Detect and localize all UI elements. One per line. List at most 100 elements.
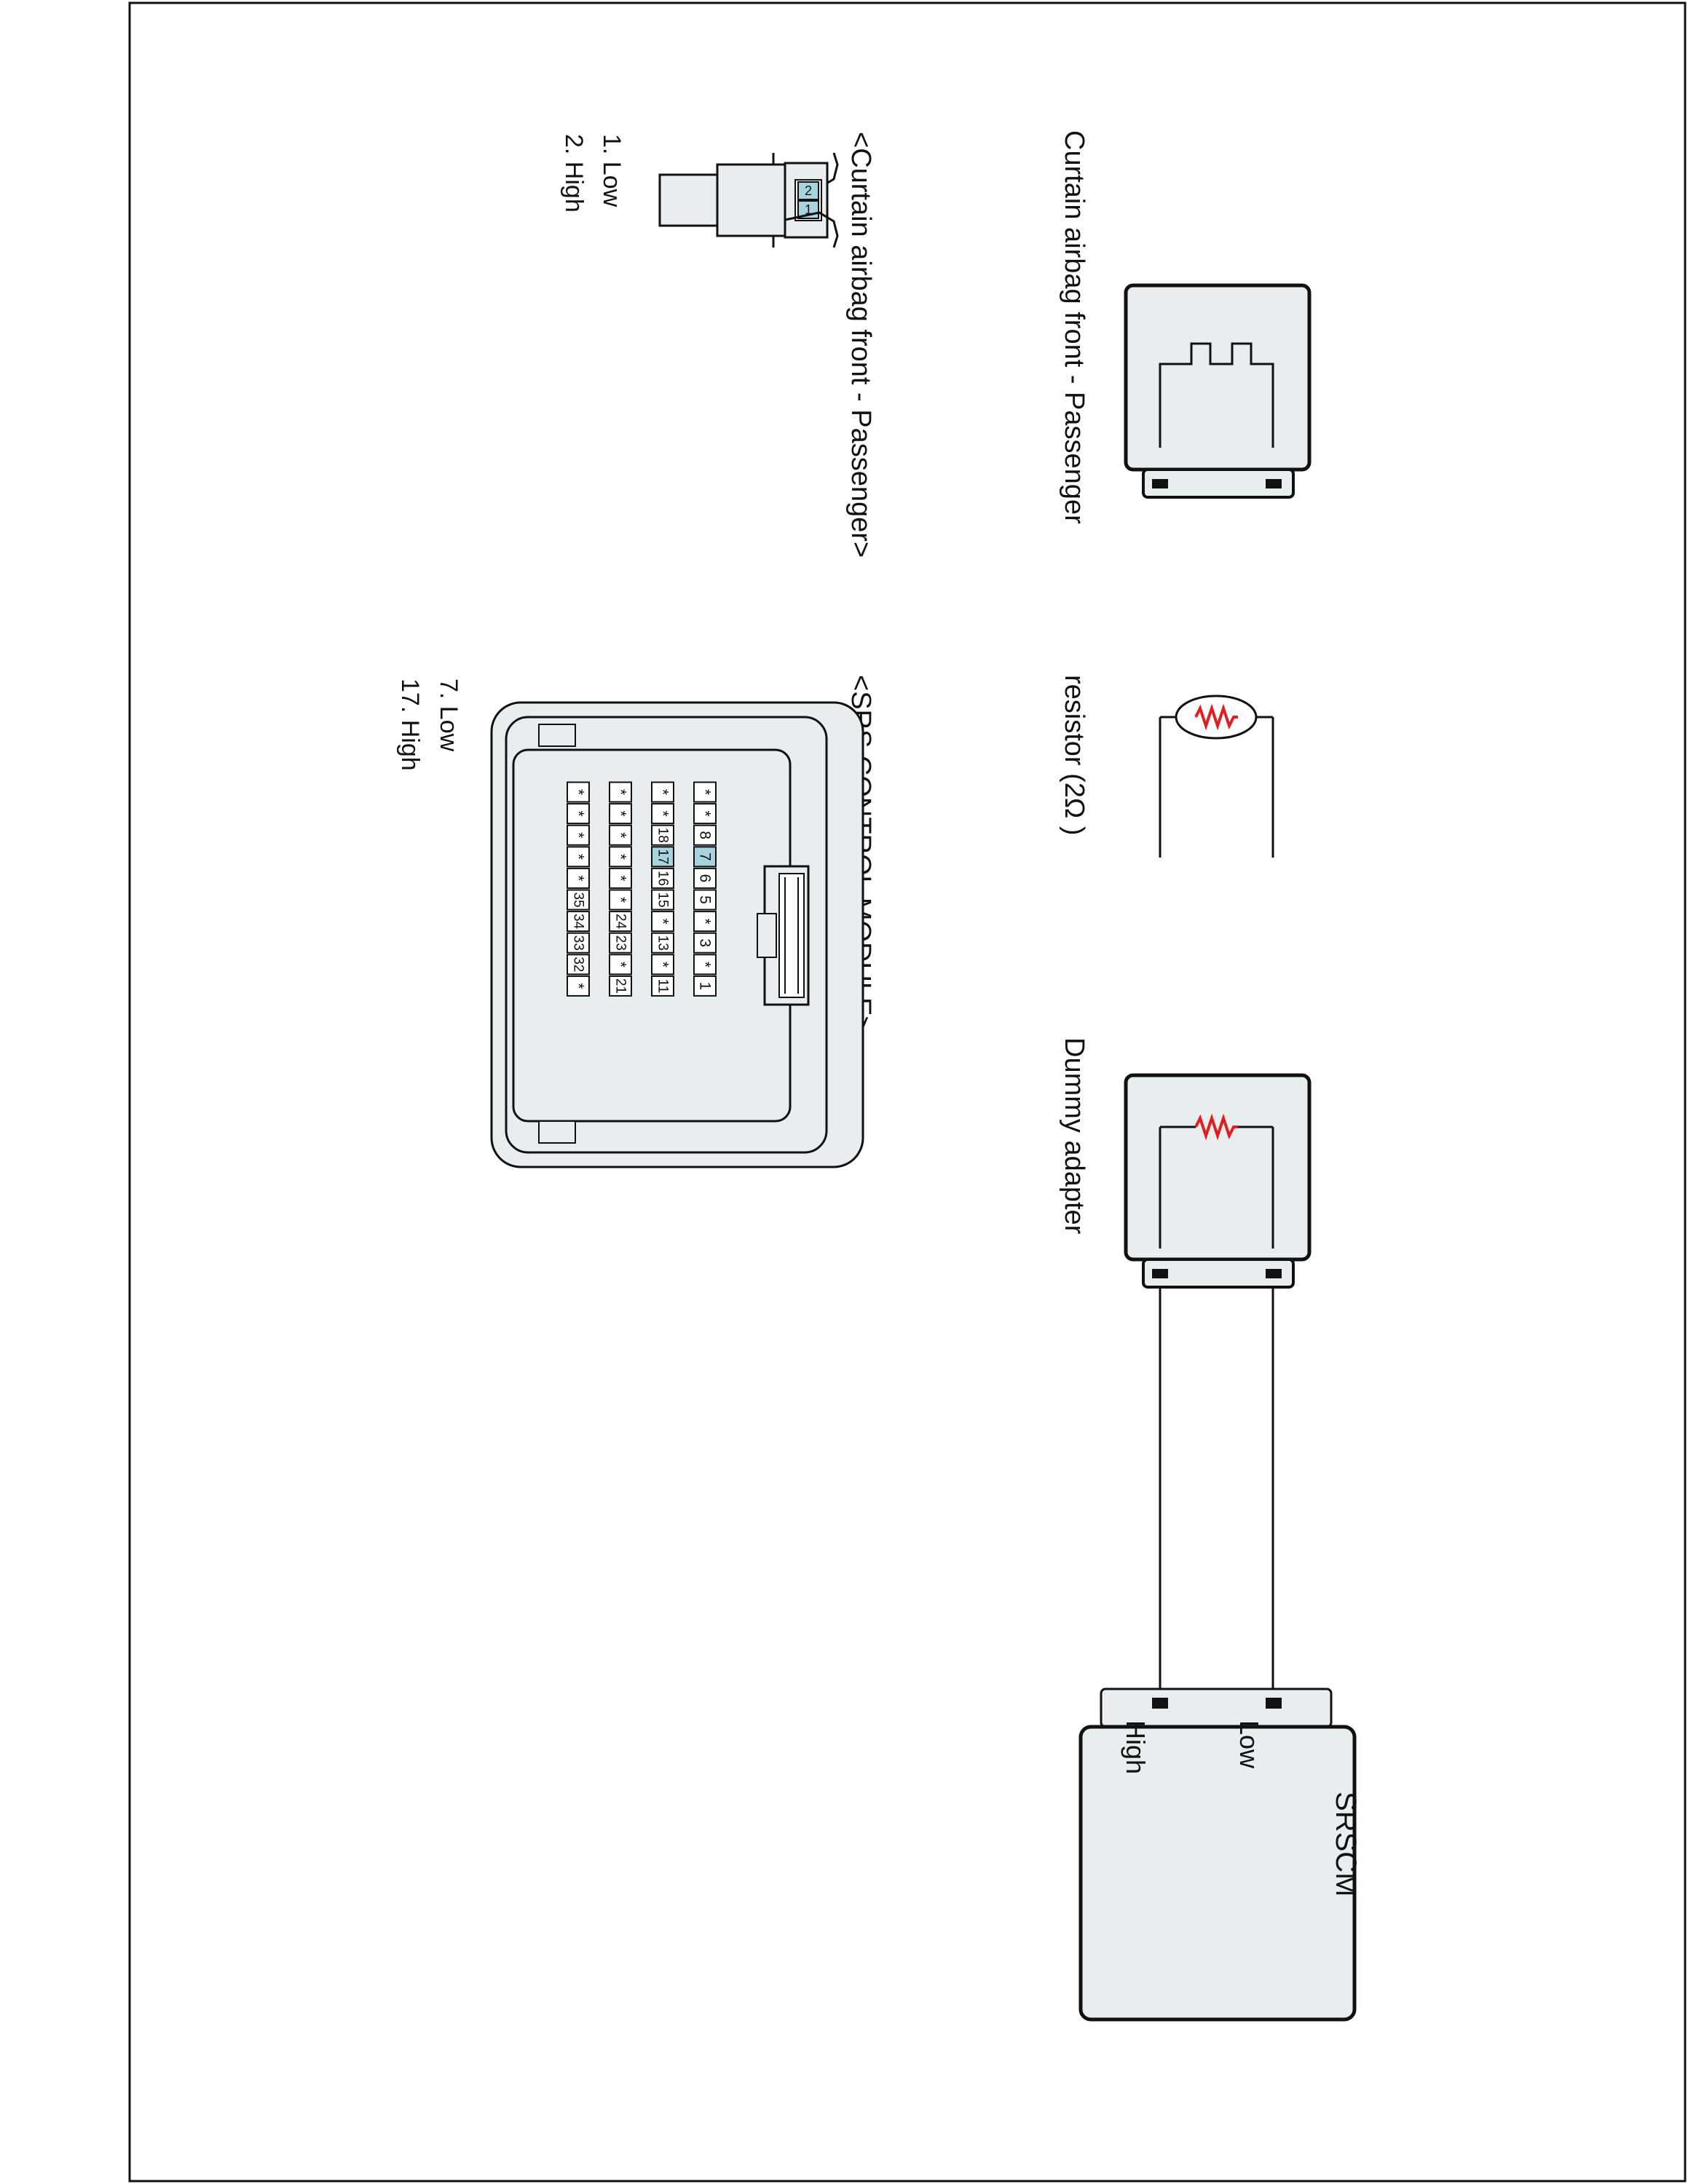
srs-pin-number: *	[570, 983, 587, 989]
srs-pin-number: 32	[571, 957, 586, 972]
srs-pin-cell	[693, 911, 717, 933]
curtain-connector-title: <Curtain airbag front - Passenger>	[845, 132, 876, 558]
srs-pin-cell	[651, 889, 674, 911]
srscm-label: SRSCM	[1330, 1792, 1362, 1896]
srs-pin-number: 3	[697, 938, 714, 947]
srs-pin-cell	[651, 911, 674, 933]
srs-pin-cell	[567, 803, 590, 825]
curtain-pin-number: 1	[805, 202, 812, 217]
srs-pin-cell	[609, 803, 632, 825]
srs-pin-cell	[609, 867, 632, 889]
srs-pin-cell	[693, 824, 717, 846]
resistor-label: resistor (2Ω )	[1059, 675, 1089, 836]
terminal-high	[1152, 1269, 1168, 1278]
curtain-airbag-component: Curtain airbag front - Passenger	[1059, 130, 1312, 524]
srs-pin-number: *	[570, 832, 587, 838]
srs-pin-number: *	[612, 832, 629, 838]
srscm-pin-high-label: High	[1121, 1720, 1151, 1774]
srs-pin-cell	[651, 867, 674, 889]
srs-pin-number: *	[612, 875, 629, 881]
srs-pin-number: 35	[571, 892, 586, 907]
srs-pin-cell	[609, 781, 632, 803]
srs-pin-number: 7	[697, 852, 714, 861]
srs-pin-cell	[609, 824, 632, 846]
terminal-high	[1152, 479, 1168, 488]
srs-pin-cell	[567, 911, 590, 933]
srs-pin-cell	[567, 846, 590, 868]
srs-pin-number: 1	[697, 982, 714, 991]
dummy-adapter-label: Dummy adapter	[1059, 1037, 1089, 1235]
terminal-low	[1266, 479, 1282, 488]
srs-pin-cell	[693, 867, 717, 889]
srs-pin-cell	[651, 824, 674, 846]
resistor-icon	[1194, 1113, 1238, 1141]
srs-pin-cell	[609, 975, 632, 997]
srs-pin-number: 33	[571, 935, 586, 951]
srs-pin-7: 7. Low	[435, 678, 462, 752]
srs-pin-cell	[651, 781, 674, 803]
srs-pin-cell	[651, 954, 674, 976]
srscm-pin-low-label: Low	[1234, 1720, 1264, 1769]
srs-pin-number: 15	[655, 892, 671, 907]
srs-pin-number: *	[612, 962, 629, 968]
terminal-high	[1152, 1698, 1168, 1709]
srs-pin-number: 8	[697, 831, 714, 839]
srs-pin-cell	[693, 889, 717, 911]
srs-pin-number: 6	[697, 874, 714, 883]
srs-pin-number: *	[655, 919, 671, 925]
srs-pin-number: *	[612, 811, 629, 817]
srs-pin-number: 21	[613, 978, 628, 994]
curtain-pin-2: 2. High	[560, 134, 588, 213]
srs-pin-cell	[567, 781, 590, 803]
srs-pin-cell	[609, 932, 632, 954]
srs-pin-cell	[693, 846, 717, 868]
srs-pin-cell	[693, 954, 717, 976]
srs-pin-cell	[609, 954, 632, 976]
resistor-icon	[1194, 703, 1238, 731]
srs-pin-number: 16	[655, 871, 671, 886]
srs-pin-number: *	[612, 897, 629, 903]
srs-pin-cell	[567, 889, 590, 911]
srs-pin-cell	[567, 932, 590, 954]
srs-pin-number: *	[697, 962, 714, 968]
srs-pin-17: 17. High	[396, 678, 424, 771]
page-frame	[128, 1, 1687, 2183]
dummy-adapter-component: Dummy adapter	[1059, 1037, 1312, 1289]
curtain-pin-1: 1. Low	[598, 134, 626, 207]
srs-pin-number: *	[570, 875, 587, 881]
srs-pin-cell	[567, 824, 590, 846]
srs-pin-cell	[567, 867, 590, 889]
srscm-component: High Low SRSCM	[1078, 1688, 1362, 2022]
curtain-pin-number: 2	[805, 183, 812, 198]
srs-pin-number: 24	[613, 914, 628, 930]
srs-pin-cell	[693, 975, 717, 997]
srs-pin-cell	[651, 846, 674, 868]
srs-pin-cell	[609, 911, 632, 933]
srs-pin-number: *	[570, 811, 587, 817]
srs-pin-cell	[609, 889, 632, 911]
srs-pin-grid: **8765*3*1**18171615*13*11******2423*21*…	[567, 781, 717, 997]
srs-pin-number: *	[655, 811, 671, 817]
curtain-airbag-label: Curtain airbag front - Passenger	[1059, 130, 1089, 524]
terminal-low	[1266, 1698, 1282, 1709]
srs-module-connector: <SRS CONTROL MODULE> **8765*3*1**1817161…	[396, 675, 876, 1168]
srs-pin-cell	[567, 954, 590, 976]
srs-pin-cell	[651, 803, 674, 825]
srs-pin-cell	[693, 781, 717, 803]
srs-pin-number: *	[612, 854, 629, 860]
srs-pin-number: *	[570, 789, 587, 795]
srs-pin-number: *	[697, 811, 714, 817]
srs-pin-number: 13	[655, 935, 671, 951]
srs-pin-number: *	[697, 919, 714, 925]
curtain-airbag-connector: <Curtain airbag front - Passenger> 2 1 1…	[560, 132, 876, 558]
srs-pin-number: *	[655, 962, 671, 968]
srs-pin-cell	[567, 975, 590, 997]
srs-pin-number: *	[570, 854, 587, 860]
srs-pin-cell	[693, 803, 717, 825]
srs-pin-number: 5	[697, 895, 714, 904]
srs-pin-number: *	[697, 789, 714, 795]
srs-pin-number: 18	[655, 828, 671, 843]
srs-pin-number: 34	[571, 914, 586, 930]
srs-pin-cell	[651, 975, 674, 997]
